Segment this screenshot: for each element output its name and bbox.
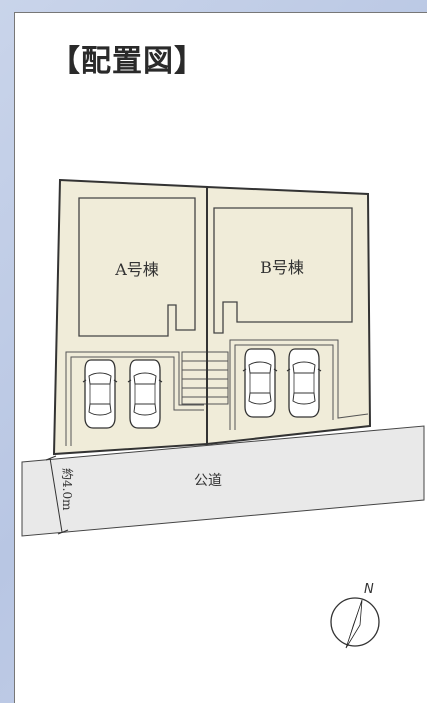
building-a-label: A号棟 bbox=[114, 260, 159, 279]
car-a1 bbox=[82, 359, 118, 429]
public-road bbox=[21, 425, 425, 537]
car-a2 bbox=[127, 359, 163, 429]
parking-a-outline bbox=[65, 351, 204, 446]
stairs bbox=[181, 351, 229, 405]
north-label: N bbox=[364, 582, 374, 597]
north-compass bbox=[330, 597, 380, 649]
road-width-label: 約4.0m bbox=[60, 468, 75, 511]
building-b bbox=[213, 207, 353, 334]
building-b-label: B号棟 bbox=[260, 258, 304, 277]
car-b2 bbox=[286, 348, 322, 418]
page-title: 【配置図】 bbox=[50, 44, 205, 79]
road-label: 公道 bbox=[194, 473, 222, 489]
building-a bbox=[78, 197, 196, 337]
parking-b-outline bbox=[229, 339, 369, 430]
road-width-dimension bbox=[45, 455, 69, 535]
car-b1 bbox=[242, 348, 278, 418]
